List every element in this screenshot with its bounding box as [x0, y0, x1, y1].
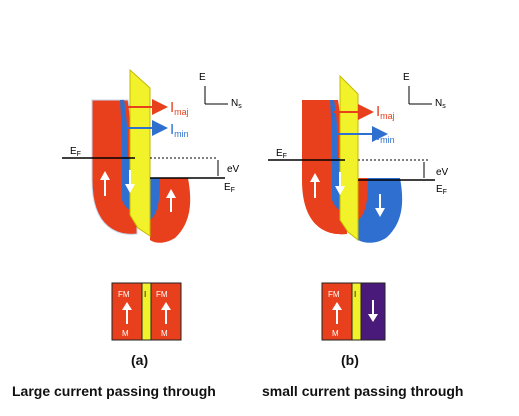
- panel-b-left-magnet-arrow: [332, 302, 342, 324]
- panel-a-ns-axis-label: Ns: [231, 98, 242, 110]
- panel-b-ns-axis-label: Ns: [435, 98, 446, 110]
- panel-a-spin-down-arrow-left: [125, 170, 135, 193]
- panel-b-right-majority-band: [358, 178, 368, 220]
- panel-a-imaj-label: Imaj: [170, 99, 189, 117]
- panel-b-description: small current passing through: [262, 383, 464, 399]
- panel-b-ev-label: eV: [436, 167, 449, 178]
- panel-a-left-magnet-arrow: [122, 302, 132, 324]
- panel-a-ev-label: eV: [227, 164, 240, 175]
- panel-a-m-left-label: M: [122, 329, 129, 338]
- panel-b-e-axis-label: E: [403, 72, 410, 83]
- panel-b-band-diagram: [268, 74, 435, 243]
- panel-b-m-label: M: [332, 329, 339, 338]
- panel-b-fm-label: FM: [328, 290, 340, 299]
- panel-b-spin-up-arrow-left: [310, 173, 320, 198]
- panel-a-junction: [111, 282, 182, 341]
- panel-b-barrier: [339, 74, 359, 242]
- panel-b-ef-right-label: EF: [436, 184, 447, 196]
- panel-b-caption: (b): [341, 352, 359, 368]
- panel-b-ef-left-label: EF: [276, 148, 287, 160]
- panel-b-imaj-label: Imaj: [376, 103, 395, 121]
- panel-a-band-diagram: [62, 68, 228, 243]
- panel-a-fm-left-label: FM: [118, 290, 130, 299]
- panel-a-right-minority-band: [150, 178, 160, 220]
- panel-a-m-right-label: M: [161, 329, 168, 338]
- panel-a-imin-label: Imin: [170, 121, 189, 139]
- panel-b-spin-down-arrow-left: [335, 172, 345, 195]
- panel-a-description: Large current passing through: [12, 383, 216, 399]
- panel-a-barrier: [129, 68, 151, 237]
- panel-b-junction: [321, 282, 386, 341]
- panel-a-spin-up-arrow-left: [100, 171, 110, 196]
- panel-a-fm-right-label: FM: [156, 290, 168, 299]
- panel-b-i-label: I: [354, 290, 356, 299]
- panel-a-i-label: I: [144, 290, 146, 299]
- panel-b-right-magnet-arrow: [368, 300, 378, 322]
- panel-a-right-magnet-arrow: [161, 302, 171, 324]
- panel-a-ef-left-label: EF: [70, 146, 81, 158]
- panel-b-spin-down-arrow-right: [375, 194, 385, 217]
- panel-a-caption: (a): [131, 352, 149, 368]
- panel-a-e-axis-label: E: [199, 72, 206, 83]
- panel-a-ef-right-label: EF: [224, 182, 235, 194]
- panel-a-spin-up-arrow-right: [166, 189, 176, 212]
- panel-b-imin-label: Imin: [376, 127, 395, 145]
